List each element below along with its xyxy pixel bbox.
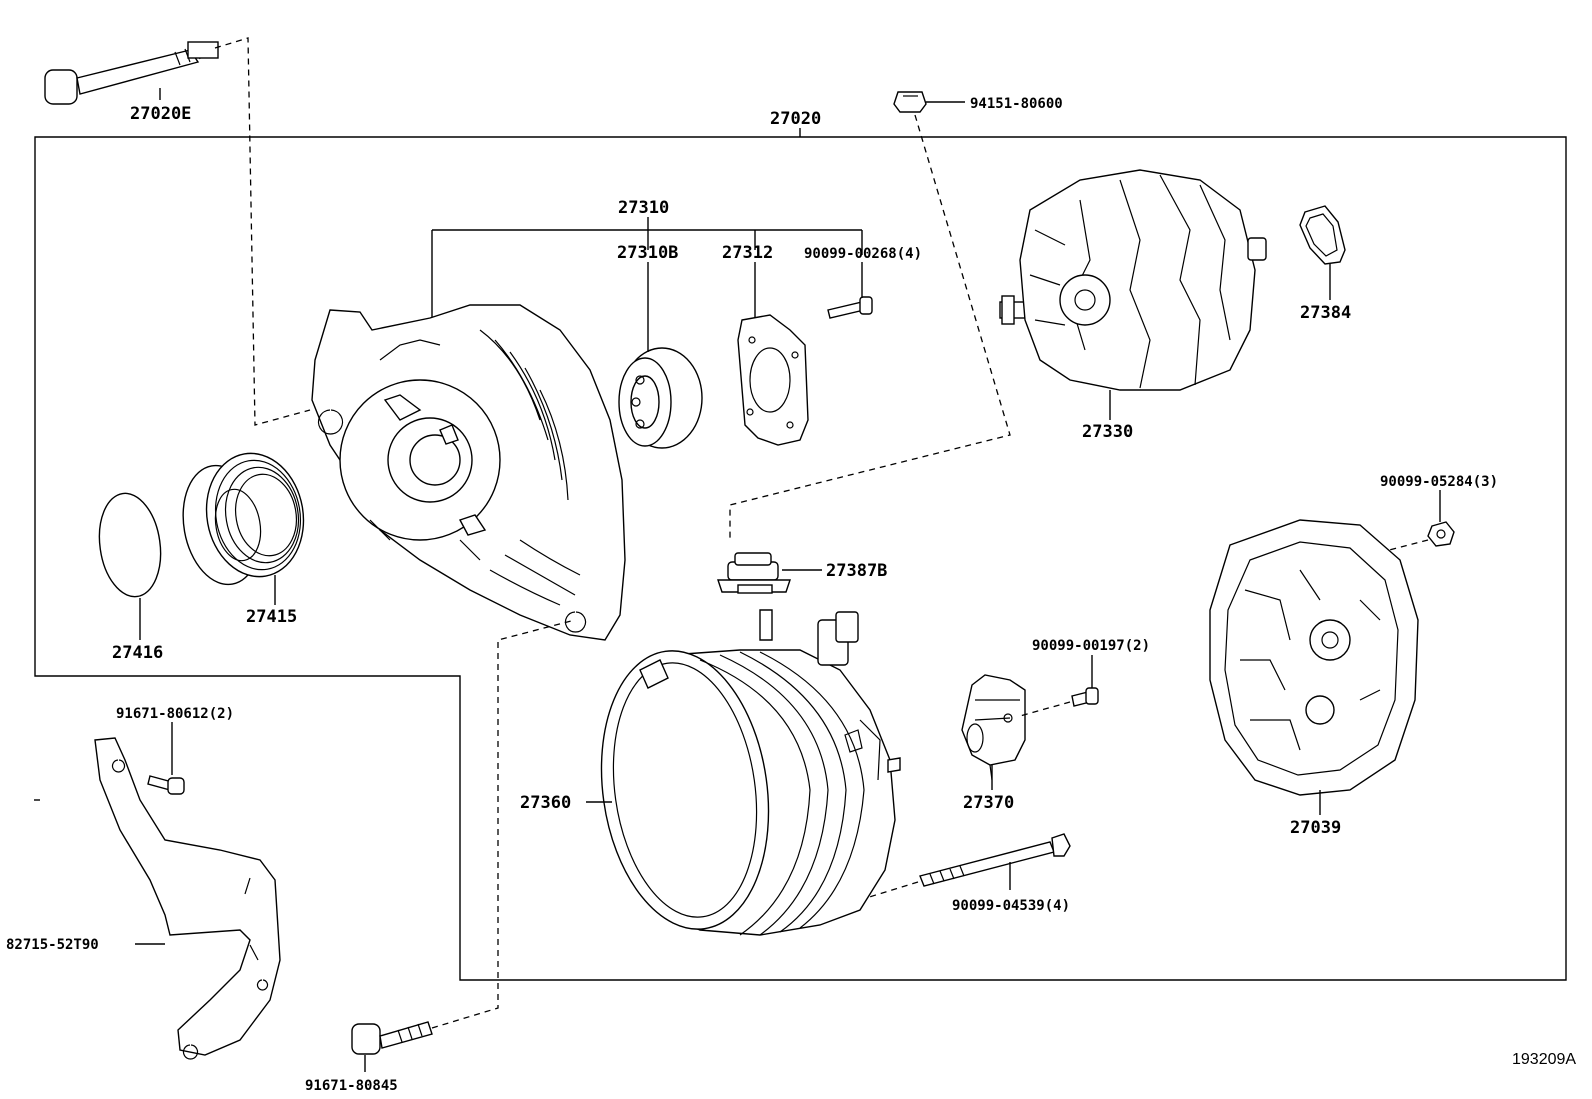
label-27312: 27312	[722, 243, 773, 263]
drive-end-frame-icon	[311, 304, 626, 641]
label-82715-52T90: 82715-52T90	[6, 937, 99, 953]
label-90099-05284: 90099-05284(3)	[1380, 474, 1498, 490]
label-94151-80600: 94151-80600	[970, 96, 1063, 112]
cover-27384-icon	[1299, 205, 1346, 265]
label-91671-80845: 91671-80845	[305, 1078, 398, 1094]
dashed-guide-94151	[729, 114, 1011, 540]
label-90099-04539: 90099-04539(4)	[952, 898, 1070, 914]
nut-94151-icon	[893, 91, 927, 113]
label-27415: 27415	[246, 607, 297, 627]
bolt-90099-04539-icon	[919, 833, 1071, 887]
label-27310B: 27310B	[617, 243, 678, 263]
bearing-27310B-icon	[618, 347, 703, 449]
stator-housing-27360-icon	[600, 609, 901, 936]
dashed-guide-91671-80845	[431, 619, 576, 1029]
screw-90099-00197-icon	[1071, 687, 1099, 707]
label-90099-00268: 90099-00268(4)	[804, 246, 922, 262]
assembly-frame	[34, 136, 1567, 981]
label-27416: 27416	[112, 643, 163, 663]
dashed-guide-90099-00197	[1019, 701, 1071, 717]
label-27310: 27310	[618, 198, 669, 218]
rear-end-cover-27039-icon	[1209, 519, 1419, 796]
dashed-guide-27020E	[214, 37, 311, 426]
label-27387B: 27387B	[826, 561, 887, 581]
brush-holder-27370-icon	[961, 674, 1026, 781]
bolt-27020E-icon	[44, 41, 219, 105]
label-27330: 27330	[1082, 422, 1133, 442]
pulley-27415-icon	[182, 452, 305, 586]
dashed-guide-90099-04539	[865, 881, 919, 899]
bracket-82715-52T90-icon	[94, 737, 281, 1060]
rotor-27330-icon	[999, 169, 1267, 391]
nut-90099-05284-icon	[1427, 521, 1455, 547]
label-27360: 27360	[520, 793, 571, 813]
label-90099-00197: 90099-00197(2)	[1032, 638, 1150, 654]
retainer-plate-27312-icon	[737, 314, 809, 446]
label-27020E: 27020E	[130, 104, 191, 124]
label-91671-80612: 91671-80612(2)	[116, 706, 234, 722]
label-27384: 27384	[1300, 303, 1351, 323]
insulator-27387B-icon	[717, 552, 791, 594]
label-27039: 27039	[1290, 818, 1341, 838]
screw-90099-00268-icon	[827, 296, 873, 319]
label-27020: 27020	[770, 109, 821, 129]
bolt-91671-80845-icon	[351, 1021, 433, 1055]
diagram-reference-id: 193209A	[1512, 1051, 1576, 1068]
bolt-91671-80612-icon	[147, 775, 185, 795]
cap-27416-icon	[98, 492, 162, 598]
label-27370: 27370	[963, 793, 1014, 813]
